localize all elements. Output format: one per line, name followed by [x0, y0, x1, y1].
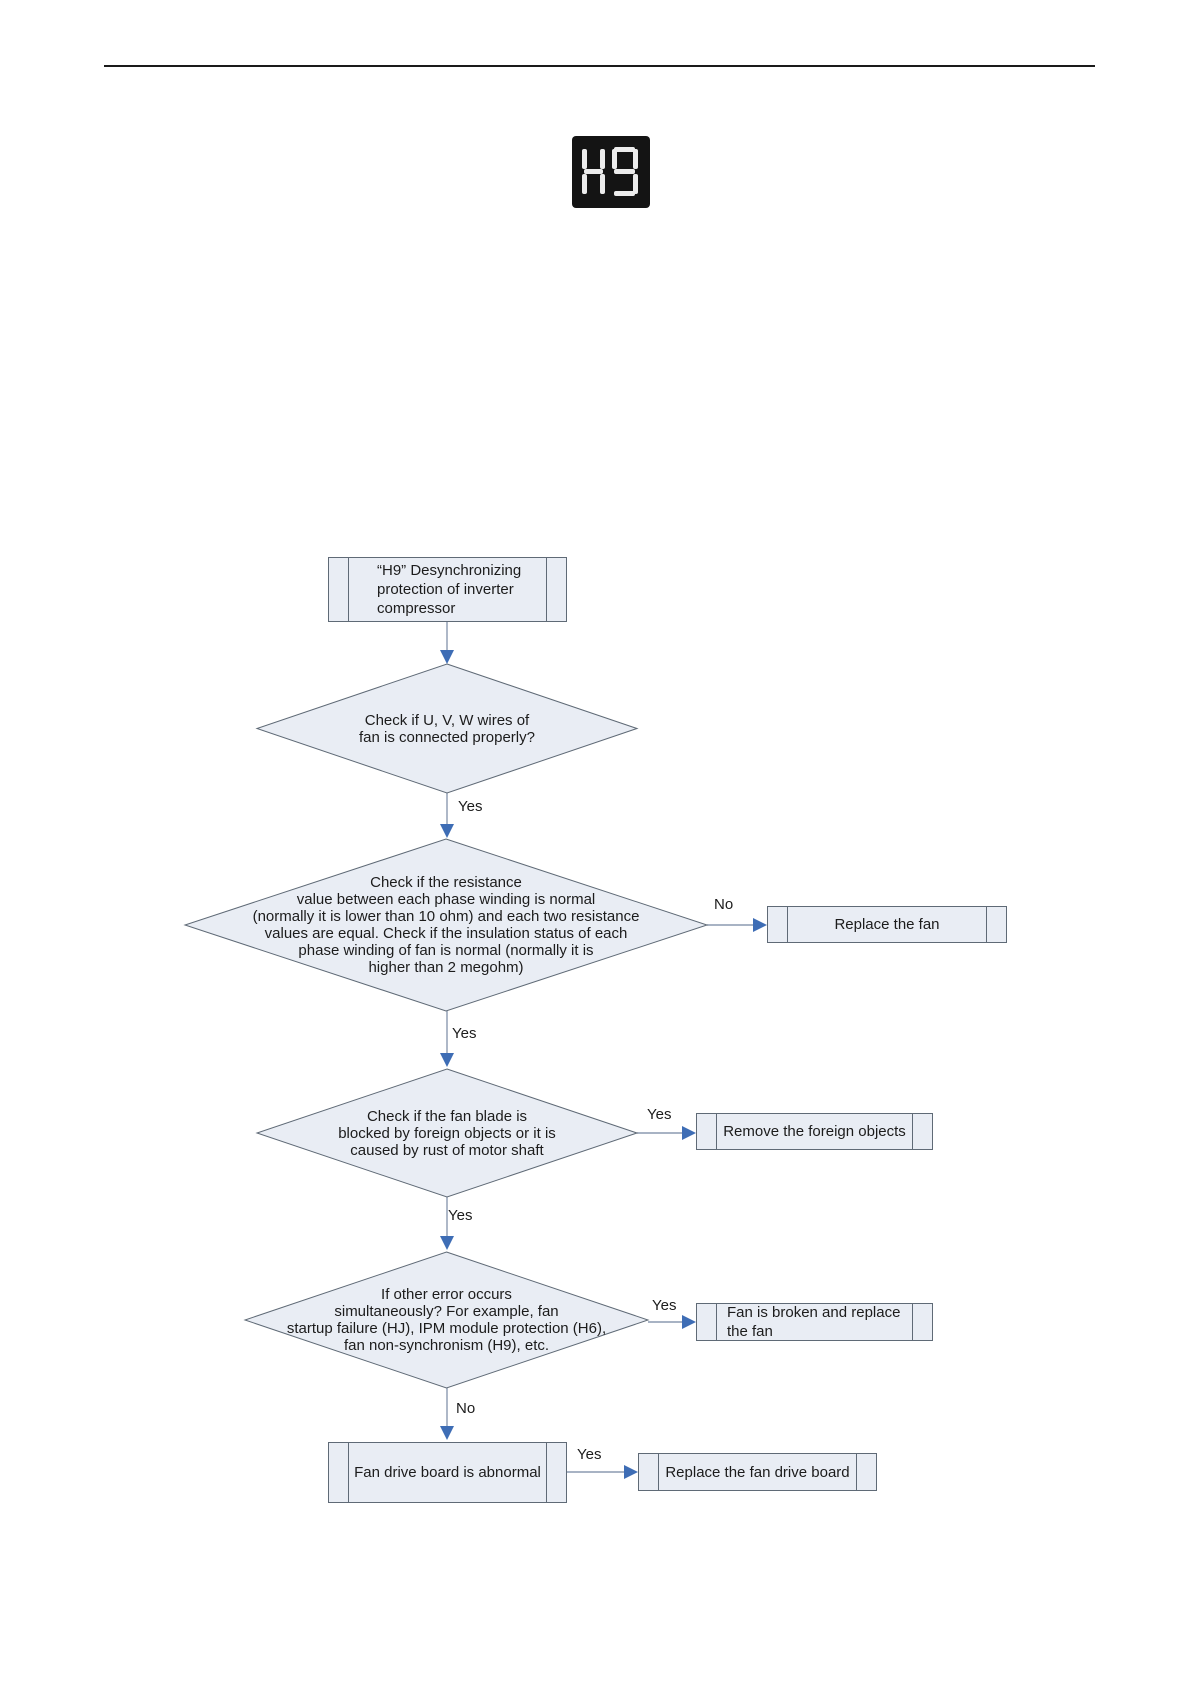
node-start: “H9” Desynchronizing protection of inver…: [328, 557, 567, 622]
decision-other-errors: If other error occurs simultaneously? Fo…: [245, 1252, 648, 1388]
edge-label-yes-3: Yes: [647, 1106, 672, 1123]
action-replace-fan: Replace the fan: [767, 906, 1007, 943]
action-remove-foreign-objects-text: Remove the foreign objects: [723, 1123, 906, 1140]
page-divider-rule: [104, 65, 1095, 67]
action-fan-broken-replace: Fan is broken and replace the fan: [696, 1303, 933, 1341]
arrowhead-other-errors-to-fan-broken: [682, 1315, 696, 1329]
edge-label-no-2: No: [456, 1400, 476, 1417]
error-code-display: [572, 136, 650, 208]
action-replace-fan-text: Replace the fan: [834, 916, 940, 933]
edge-label-yes-2: Yes: [452, 1025, 477, 1042]
node-start-text: “H9” Desynchronizing protection of inver…: [377, 562, 522, 617]
arrowhead-resistance-to-fan-blade: [440, 1053, 454, 1067]
diamond-shape: [257, 1069, 637, 1197]
diamond-shape: [185, 839, 707, 1011]
edge-label-yes-1: Yes: [458, 798, 483, 815]
action-replace-fan-drive-board-text: Replace the fan drive board: [665, 1463, 850, 1481]
arrowhead-uvw-to-resistance: [440, 824, 454, 838]
arrowhead-start-to-uvw: [440, 650, 454, 664]
decision-uvw-wires: Check if U, V, W wires of fan is connect…: [257, 664, 637, 793]
action-replace-fan-drive-board: Replace the fan drive board: [638, 1453, 877, 1491]
decision-fan-blade: Check if the fan blade is blocked by for…: [257, 1069, 637, 1197]
diamond-shape: [245, 1252, 648, 1388]
node-fan-drive-abnormal-text: Fan drive board is abnormal: [354, 1464, 541, 1481]
decision-other-errors-text: If other error occurs simultaneously? Fo…: [286, 1286, 607, 1354]
decision-uvw-wires-text: Check if U, V, W wires of fan is connect…: [359, 711, 535, 746]
action-fan-broken-replace-text: Fan is broken and replace the fan: [727, 1304, 901, 1340]
edge-label-no-1: No: [714, 896, 734, 913]
arrowhead-fan-blade-to-remove-foreign: [682, 1126, 696, 1140]
action-remove-foreign-objects: Remove the foreign objects: [696, 1113, 933, 1150]
edge-label-yes-5: Yes: [652, 1297, 677, 1314]
edge-label-yes-6: Yes: [577, 1446, 602, 1463]
edge-label-yes-4: Yes: [448, 1207, 473, 1224]
arrowhead-drive-abnormal-to-replace-drive: [624, 1465, 638, 1479]
arrowhead-resistance-to-replace-fan: [753, 918, 767, 932]
decision-resistance-text: Check if the resistance value between ea…: [252, 874, 640, 976]
decision-resistance: Check if the resistance value between ea…: [185, 839, 707, 1011]
arrowhead-fan-blade-to-other-errors: [440, 1236, 454, 1250]
decision-fan-blade-text: Check if the fan blade is blocked by for…: [338, 1107, 556, 1159]
diamond-shape: [257, 664, 637, 793]
arrowhead-other-errors-to-drive-abnormal: [440, 1426, 454, 1440]
node-fan-drive-abnormal: Fan drive board is abnormal: [328, 1442, 567, 1503]
h9-seven-segment-icon: [582, 147, 638, 196]
